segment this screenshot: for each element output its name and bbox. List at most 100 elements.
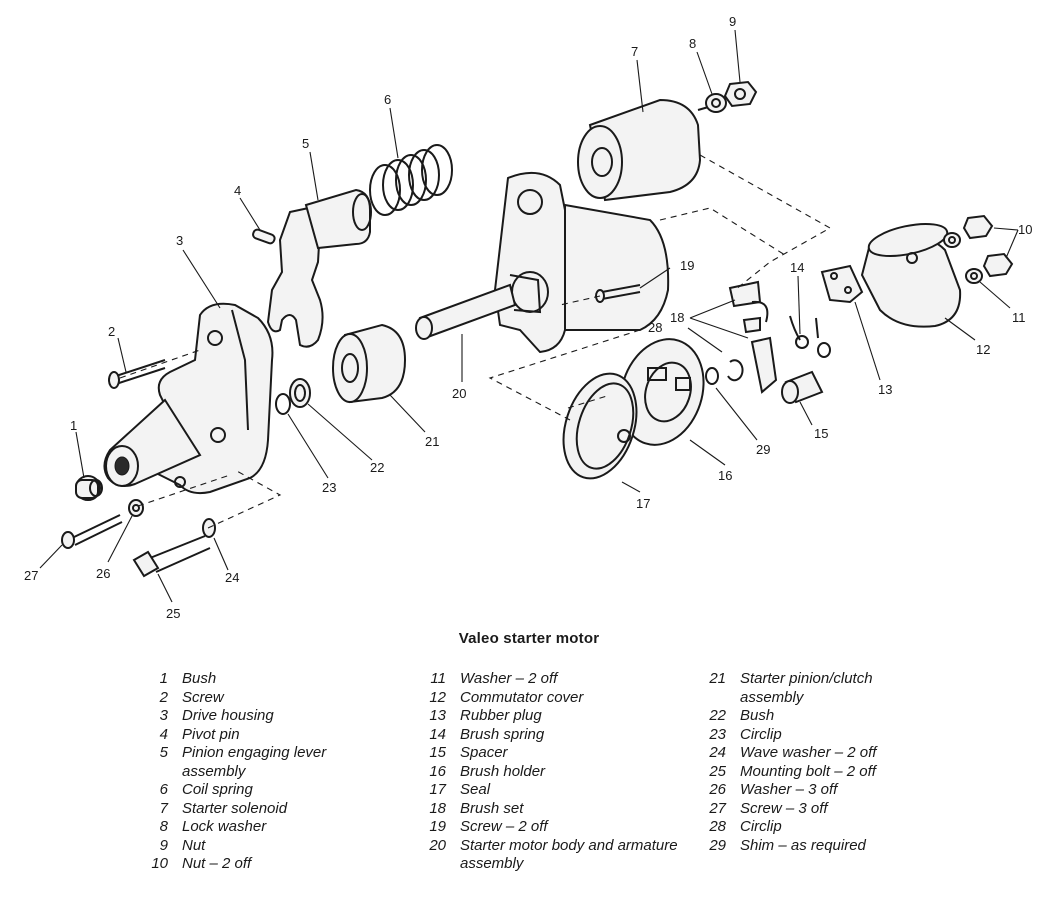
legend-text: Nut — [182, 836, 206, 854]
starter-solenoid — [577, 98, 713, 202]
legend-number: 13 — [429, 707, 446, 724]
brush-set — [728, 280, 778, 394]
coil-spring — [369, 144, 453, 216]
legend-number: 14 — [429, 725, 446, 743]
callout-8: 8 — [689, 36, 696, 51]
legend-number: 18 — [429, 799, 446, 817]
legend-number: 17 — [429, 781, 446, 798]
callout-15: 15 — [814, 426, 828, 441]
legend-text: Seal — [460, 781, 491, 798]
legend-text: Bush — [740, 707, 775, 724]
legend-number: 5 — [159, 744, 168, 761]
legend-number: 8 — [159, 818, 168, 835]
legend-item: 1 Bush — [140, 670, 390, 689]
seal — [562, 372, 638, 480]
legend-text: Starter pinion/clutch assembly — [740, 670, 873, 706]
legend-text: Washer – 3 off — [740, 781, 838, 798]
legend-text: Bush — [182, 670, 217, 687]
callout-19: 19 — [680, 258, 694, 273]
callout-4: 4 — [234, 183, 241, 198]
brush-spring — [789, 315, 831, 358]
legend-item: 10 Nut – 2 off — [140, 855, 390, 874]
pinion-clutch — [332, 323, 407, 404]
legend-text: Coil spring — [182, 781, 253, 798]
legend-number: 16 — [429, 762, 446, 780]
legend-text: Pivot pin — [182, 725, 240, 743]
callout-11: 11 — [1012, 310, 1026, 325]
legend-text: Screw — [182, 688, 224, 706]
nut-10-lower — [982, 252, 1014, 278]
nut-9 — [723, 80, 758, 108]
legend-number: 26 — [709, 781, 726, 798]
legend-number: 10 — [151, 855, 168, 872]
legend-text: Brush holder — [460, 762, 546, 780]
callout-21: 21 — [425, 434, 439, 449]
legend-text: Nut – 2 off — [182, 855, 252, 872]
legend-number: 6 — [159, 781, 168, 798]
legend-item: 24 Wave washer – 2 off — [698, 744, 938, 763]
legend-item: 4 Pivot pin — [140, 726, 390, 745]
legend-text: Circlip — [740, 818, 782, 835]
callouts: 1 2 3 4 5 6 7 8 9 10 11 12 13 14 15 16 1… — [24, 14, 1032, 621]
callout-10: 10 — [1018, 222, 1032, 237]
washer-11-upper — [943, 232, 961, 248]
callout-2: 2 — [108, 324, 115, 339]
legend-number: 4 — [159, 725, 168, 743]
legend-number: 22 — [709, 707, 726, 724]
legend-item: 16 Brush holder — [418, 763, 680, 782]
legend-number: 23 — [709, 725, 726, 743]
pivot-pin — [252, 228, 276, 245]
callout-7: 7 — [631, 44, 638, 59]
circlip-23 — [275, 393, 291, 415]
legend-item: 13 Rubber plug — [418, 707, 680, 726]
legend-text: Brush set — [460, 799, 524, 817]
callout-17: 17 — [636, 496, 650, 511]
legend-item: 3 Drive housing — [140, 707, 390, 726]
legend-item: 8 Lock washer — [140, 818, 390, 837]
callout-24: 24 — [225, 570, 239, 585]
legend-text: Screw – 3 off — [740, 799, 828, 817]
circlip-28 — [727, 359, 744, 382]
callout-23: 23 — [322, 480, 336, 495]
legend-number: 20 — [429, 836, 446, 854]
shim-29 — [705, 367, 719, 385]
pinion-engaging-lever — [266, 188, 372, 348]
callout-18: 18 — [670, 310, 684, 325]
legend-text: Mounting bolt – 2 off — [740, 762, 876, 780]
legend-text: Rubber plug — [460, 707, 542, 724]
legend-number: 3 — [159, 707, 168, 724]
callout-9: 9 — [729, 14, 736, 29]
legend-number: 27 — [709, 799, 726, 817]
legend-text: Washer – 2 off — [460, 670, 558, 687]
legend-item: 23 Circlip — [698, 726, 938, 745]
legend-text: Lock washer — [182, 818, 267, 835]
legend-number: 1 — [159, 670, 168, 687]
legend-number: 24 — [709, 744, 726, 761]
legend-number: 19 — [429, 818, 446, 835]
bush-22 — [289, 378, 311, 408]
legend-item: 26 Washer – 3 off — [698, 781, 938, 800]
legend-text: Drive housing — [182, 707, 274, 724]
callout-1: 1 — [70, 418, 77, 433]
callout-28: 28 — [648, 320, 662, 335]
washer-26 — [128, 499, 144, 517]
legend-text: Wave washer – 2 off — [740, 744, 877, 761]
legend-number: 25 — [709, 762, 726, 780]
legend-text: Circlip — [740, 725, 782, 743]
assembly-lines — [119, 154, 832, 529]
callout-25: 25 — [166, 606, 180, 621]
callout-13: 13 — [878, 382, 892, 397]
leader-lines — [39, 29, 1019, 603]
